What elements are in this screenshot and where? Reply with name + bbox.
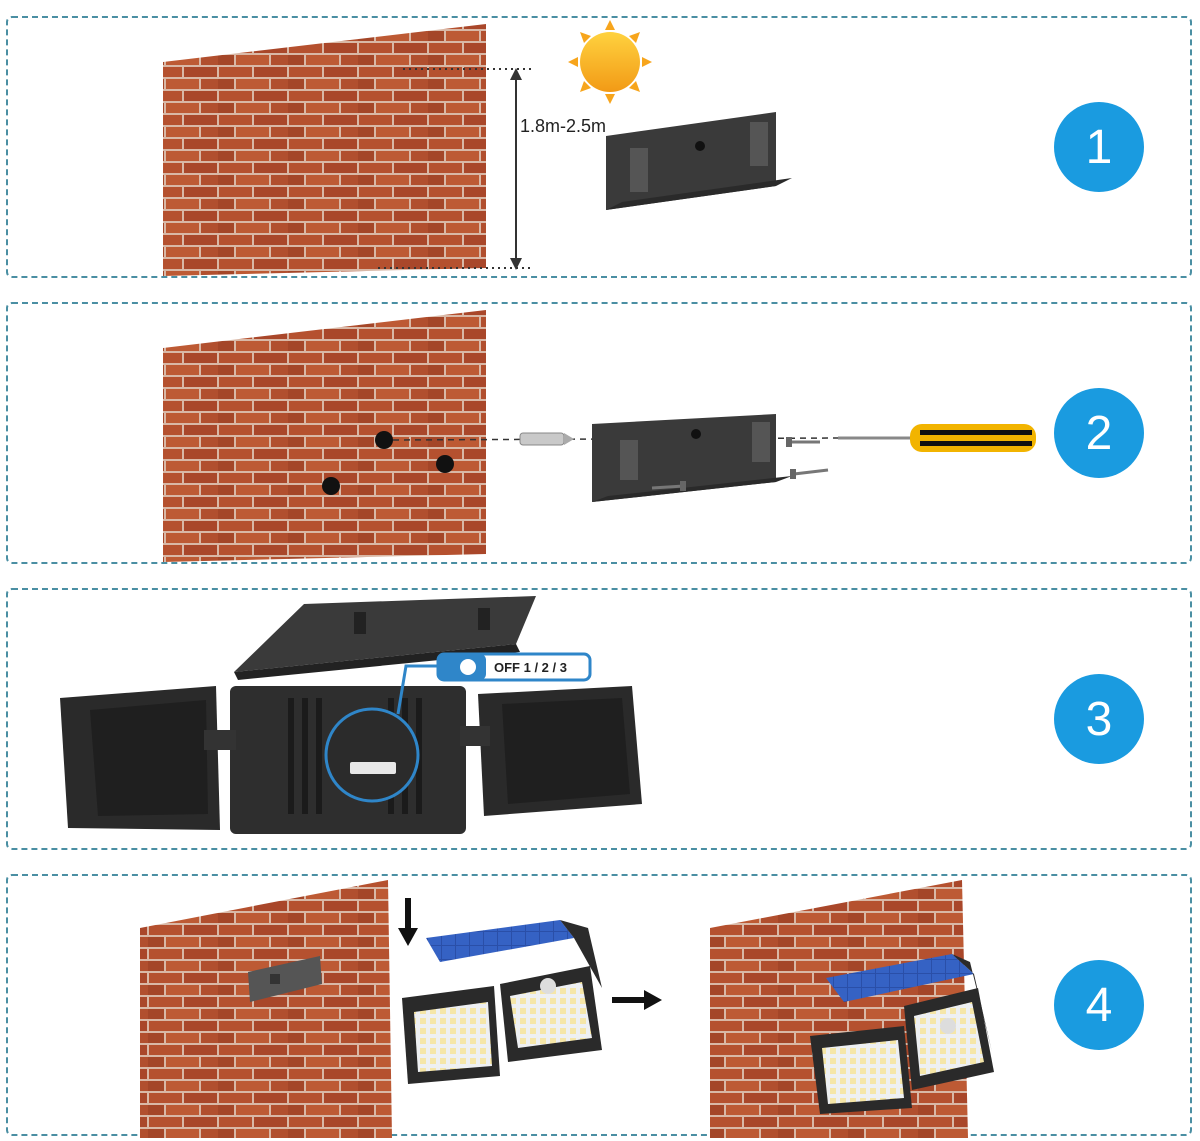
toggle-knob-icon	[460, 659, 476, 675]
screw-icon	[786, 437, 820, 447]
mounted-bracket-icon	[248, 956, 322, 1002]
drill-hole	[322, 477, 340, 495]
brick-wall	[163, 24, 486, 276]
callout-line	[396, 664, 448, 715]
step-1-panel: 1.8m-2.5m 1	[6, 16, 1192, 278]
right-light-head-icon	[478, 686, 642, 816]
step-number-badge: 4	[1054, 960, 1144, 1050]
hinge	[460, 726, 490, 746]
step-1-illustration	[163, 20, 792, 276]
screw-icon	[651, 481, 686, 491]
wall-anchor-icon	[519, 432, 574, 446]
screwdriver-icon	[838, 424, 1036, 452]
screw-icon	[790, 468, 829, 479]
mode-switch-label: OFF 1 / 2 / 3	[494, 660, 567, 675]
down-arrow-icon	[398, 898, 418, 946]
mounting-bracket-icon	[606, 112, 792, 210]
solar-light-assembled-icon	[402, 920, 602, 1084]
step-3-illustration	[60, 596, 642, 834]
brick-wall	[163, 310, 486, 562]
brick-wall	[140, 880, 392, 1138]
step-4-panel: 4	[6, 874, 1192, 1138]
hinge	[204, 730, 236, 750]
step-number-badge: 2	[1054, 388, 1144, 478]
left-light-head-icon	[60, 686, 220, 830]
mounting-bracket-icon	[592, 414, 792, 502]
step-number-badge: 1	[1054, 102, 1144, 192]
step-2-panel: 2	[6, 302, 1192, 564]
installed-solar-light-icon	[810, 954, 994, 1114]
mode-switch-slider	[350, 762, 396, 774]
sun-icon	[568, 20, 652, 104]
step-3-panel: OFF 1 / 2 / 3 3	[6, 588, 1192, 850]
install-height-label: 1.8m-2.5m	[520, 116, 607, 136]
step-number-badge: 3	[1054, 674, 1144, 764]
step-2-illustration	[163, 310, 1036, 562]
mode-switch-magnifier-icon	[324, 707, 420, 803]
right-arrow-icon	[612, 990, 662, 1010]
drill-hole	[436, 455, 454, 473]
drill-hole	[375, 431, 393, 449]
step-4-illustration	[140, 880, 994, 1138]
